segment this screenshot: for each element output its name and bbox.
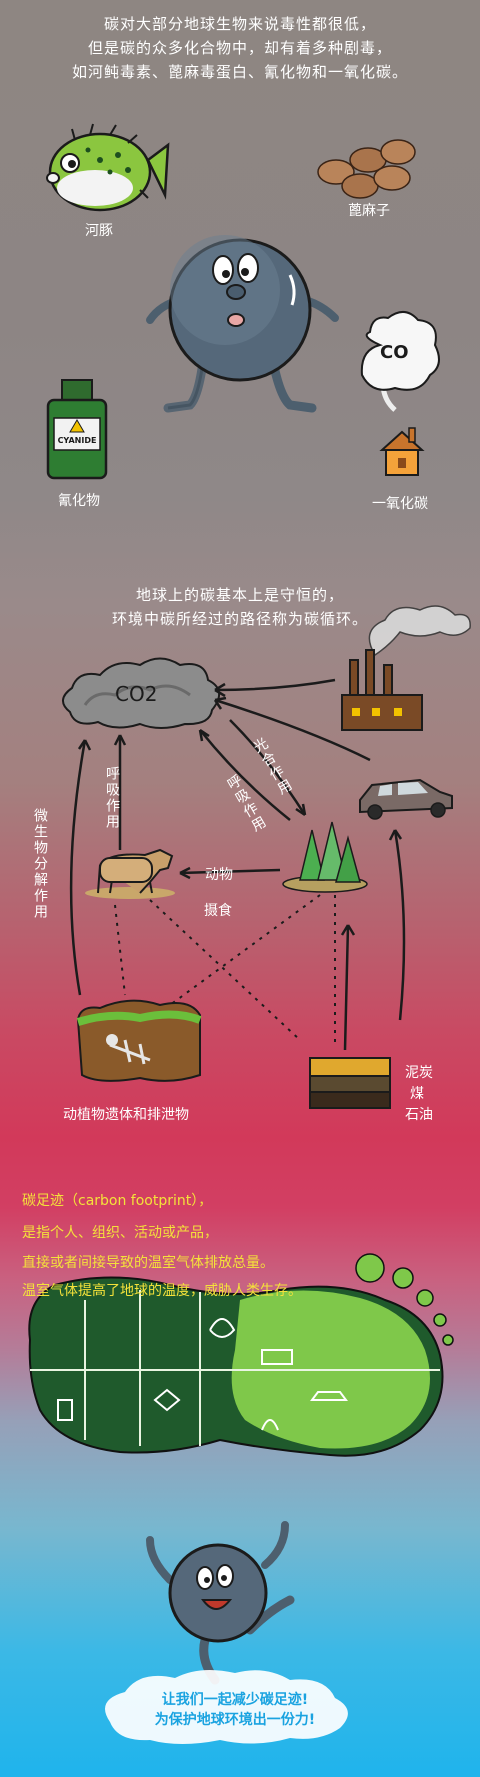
intro-line-3: 如河鲀毒素、蓖麻毒蛋白、氰化物和一氧化碳。 — [71, 63, 408, 81]
carbon-footprint-illustration — [28, 1253, 454, 1457]
slogan-cloud — [105, 1669, 348, 1744]
intro-text: 碳对大部分地球生物来说毒性都很低， 但是碳的众多化合物中，却有着多种剧毒， 如河… — [0, 12, 480, 84]
cycle-arrows — [69, 678, 406, 1051]
factory-illustration — [341, 605, 471, 731]
slogan-line-2: 为保护地球环境出一份力! — [154, 1712, 316, 1728]
slogan-line-1: 让我们一起减少碳足迹! — [161, 1692, 309, 1708]
intro-line-2: 但是碳的众多化合物中，却有着多种剧毒， — [87, 39, 392, 57]
cycle-text: 地球上的碳基本上是守恒的， 环境中碳所经过的路径称为碳循环。 — [0, 583, 480, 631]
pufferfish-illustration — [46, 123, 170, 212]
footprint-line-3: 直接或者间接导致的温室气体排放总量。 — [22, 1255, 274, 1271]
intro-line-1: 碳对大部分地球生物来说毒性都很低， — [103, 15, 376, 33]
castor-seeds-illustration — [317, 139, 416, 199]
label-feeding: 摄食 — [204, 903, 232, 919]
happy-carbon-character — [146, 1521, 295, 1685]
co-smoke-illustration — [360, 311, 440, 476]
label-animal: 动物 — [205, 867, 233, 883]
label-respiration-left: 呼吸作用 — [104, 766, 120, 830]
cycle-line-1: 地球上的碳基本上是守恒的， — [135, 586, 344, 604]
trees-illustration — [282, 821, 368, 893]
cow-illustration — [85, 848, 175, 899]
co2-label: CO2 — [115, 682, 158, 706]
footprint-line-4: 温室气体提高了地球的温度，威胁人类生存。 — [22, 1283, 302, 1299]
co2-cloud-illustration — [62, 657, 220, 729]
label-remains: 动植物遗体和排泄物 — [63, 1107, 189, 1123]
label-peat: 泥炭 — [405, 1065, 433, 1081]
car-illustration — [359, 778, 453, 820]
soil-layers-illustration — [309, 1057, 391, 1109]
label-pufferfish: 河豚 — [85, 223, 113, 239]
label-co: 一氧化碳 — [372, 496, 428, 512]
footprint-line-1: 碳足迹（carbon footprint）， — [22, 1193, 213, 1209]
footprint-line-2: 是指个人、组织、活动或产品， — [22, 1225, 218, 1241]
cycle-line-2: 环境中碳所经过的路径称为碳循环。 — [111, 610, 368, 628]
label-oil: 石油 — [405, 1107, 433, 1123]
slogan: 让我们一起减少碳足迹! 为保护地球环境出一份力! — [110, 1690, 360, 1730]
label-castor: 蓖麻子 — [348, 203, 390, 219]
label-coal: 煤 — [410, 1086, 424, 1102]
label-decomposition: 微生物分解作用 — [32, 808, 48, 920]
remains-illustration — [76, 999, 202, 1082]
label-cyanide: 氰化物 — [58, 493, 100, 509]
cyanide-bottle-text: CYANIDE — [57, 436, 97, 445]
carbon-character — [146, 235, 339, 413]
dotted-arrows — [114, 894, 336, 1045]
co-cloud-text: CO — [380, 342, 409, 363]
cyanide-bottle-illustration — [46, 379, 108, 480]
